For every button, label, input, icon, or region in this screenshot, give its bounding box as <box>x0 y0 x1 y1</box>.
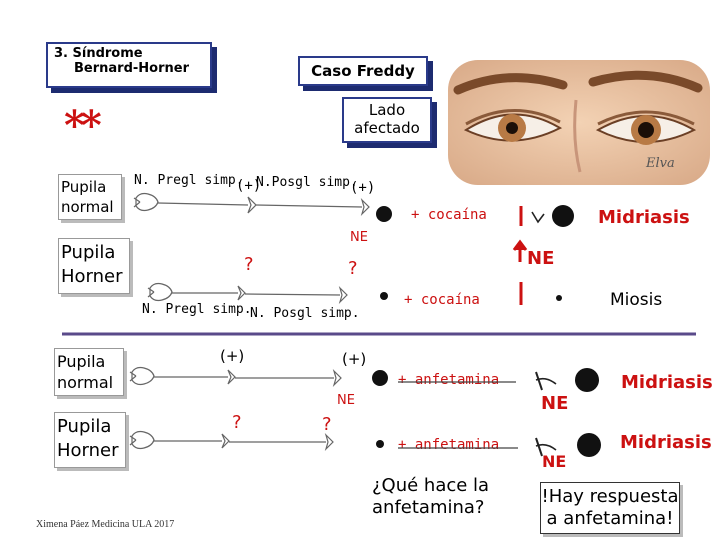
top-horner-line2: Horner <box>61 266 123 287</box>
top-pregl-sign: (+) <box>236 178 262 194</box>
answer-line2: a anfetamina! <box>546 508 674 529</box>
top-result-small-pupil <box>556 295 562 301</box>
bottom-horner-label: Pupila Horner <box>54 412 126 468</box>
top-q1: ? <box>244 254 254 275</box>
footer-credit: Ximena Páez Medicina ULA 2017 <box>36 519 175 530</box>
top-result-dilated-pupil <box>552 205 574 227</box>
question-line1: ¿Qué hace la <box>372 475 490 496</box>
top-ne-label: NE <box>350 230 368 245</box>
top-horner-ne: NE <box>527 248 555 269</box>
bottom-horner-pupil <box>376 440 384 448</box>
top-horner-label: Pupila Horner <box>58 238 130 294</box>
title-line2: Bernard-Horner <box>74 61 189 76</box>
bottom-horner-drug: + anfetamina <box>398 437 500 453</box>
bottom-horner-line1: Pupila <box>57 416 112 437</box>
bottom-normal-result-pupil <box>575 368 599 392</box>
top-horner-pupil <box>380 292 388 300</box>
eyes-illustration <box>448 60 710 185</box>
bottom-sign2: (+) <box>342 350 367 368</box>
affected-line1: Lado <box>368 101 406 119</box>
top-normal-pupil <box>376 206 392 222</box>
top-posgl-text: N.Posgl simp. <box>256 175 358 190</box>
title-box: 3. Síndrome Bernard-Horner <box>46 42 212 88</box>
bottom-normal-label: Pupila normal <box>54 348 124 396</box>
top-horner-line1: Pupila <box>61 242 116 263</box>
photo-signature: Elva <box>646 156 675 171</box>
top-horner-pregl: N. Pregl simp. <box>142 302 252 317</box>
top-horner-pathway <box>147 282 348 305</box>
bottom-horner-result: Midriasis <box>620 432 712 453</box>
top-q2: ? <box>348 258 358 279</box>
top-horner-result: Miosis <box>610 290 663 310</box>
case-label: Caso Freddy <box>311 62 415 80</box>
top-pregl-text: N. Pregl simp. <box>134 173 244 188</box>
case-box: Caso Freddy <box>298 56 428 86</box>
question-text: ¿Qué hace la anfetamina? <box>372 475 489 519</box>
affected-line2: afectado <box>354 119 420 137</box>
bottom-normal-pupil <box>372 370 388 386</box>
asterisks: ** <box>64 102 102 149</box>
bottom-horner-ne: NE <box>542 452 567 471</box>
bottom-normal-ne: NE <box>541 393 569 414</box>
top-normal-pathway <box>133 192 370 217</box>
answer-box: !Hay respuesta a anfetamina! <box>540 482 680 534</box>
bottom-q2: ? <box>322 414 332 435</box>
bottom-horner-pathway <box>129 430 518 452</box>
bottom-sign1: (+) <box>220 347 245 365</box>
bottom-horner-line2: Horner <box>57 440 119 461</box>
top-normal-line2: normal <box>61 198 114 216</box>
bottom-normal-line2: normal <box>57 373 114 392</box>
affected-side-box: Lado afectado <box>342 97 432 143</box>
top-reuptake-arrow <box>531 211 545 224</box>
title-line1: 3. Síndrome <box>54 46 143 61</box>
bottom-normal-drug: + anfetamina <box>398 372 500 388</box>
bottom-ne-label: NE <box>337 393 355 408</box>
bottom-horner-result-pupil <box>577 433 601 457</box>
ne-up-arrow-head <box>512 239 528 251</box>
top-normal-label: Pupila normal <box>58 174 122 220</box>
eyes-photo: Elva <box>448 60 710 185</box>
bottom-normal-pathway <box>129 366 516 388</box>
top-horner-posgl: N. Posgl simp. <box>250 306 360 321</box>
bottom-q1: ? <box>232 412 242 433</box>
top-normal-drug: + cocaína <box>411 207 487 223</box>
top-posgl-sign: (+) <box>350 180 376 196</box>
top-horner-drug: + cocaína <box>404 292 480 308</box>
top-normal-result: Midriasis <box>598 207 690 228</box>
question-line2: anfetamina? <box>372 497 485 518</box>
bottom-normal-result: Midriasis <box>621 372 713 393</box>
answer-line1: !Hay respuesta <box>541 486 679 507</box>
top-normal-line1: Pupila <box>61 178 107 196</box>
bottom-normal-line1: Pupila <box>57 352 106 371</box>
